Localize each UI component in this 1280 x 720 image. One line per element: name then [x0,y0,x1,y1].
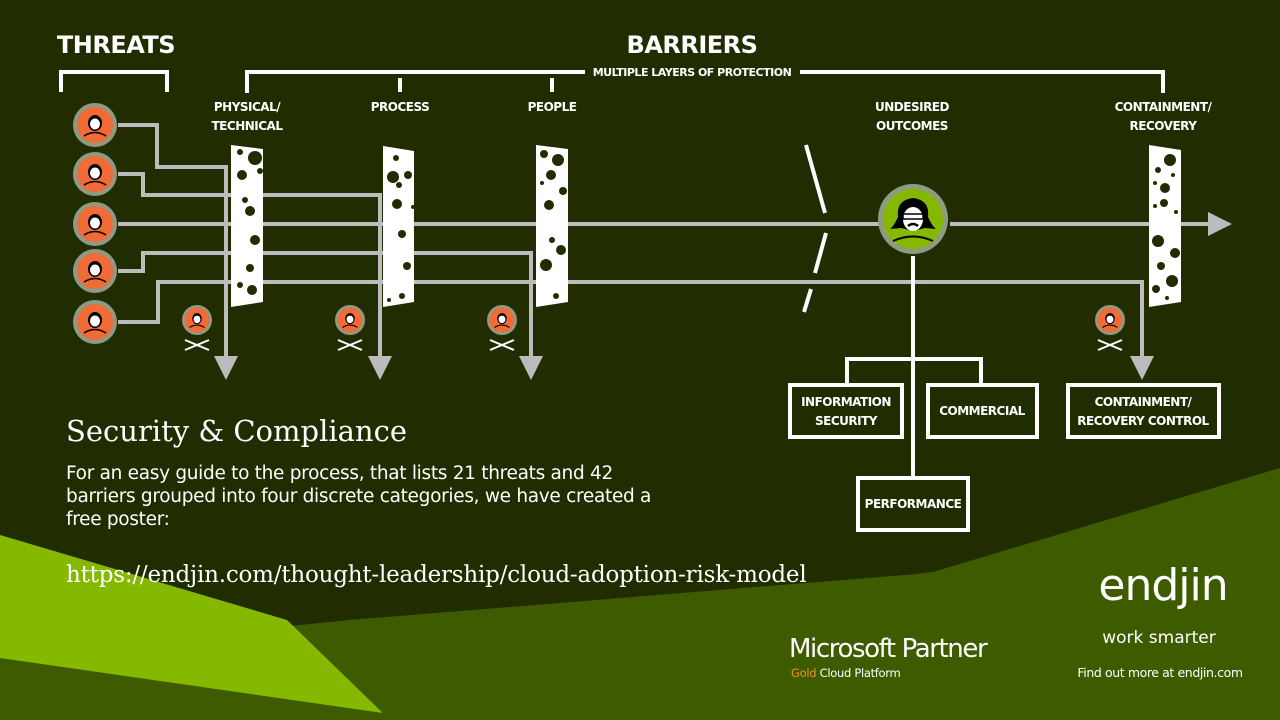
svg-text:INFORMATION: INFORMATION [801,395,891,409]
svg-text:SECURITY: SECURITY [815,414,878,428]
physical-technical-label-1: PHYSICAL/ [214,100,281,114]
svg-text:COMMERCIAL: COMMERCIAL [939,404,1025,418]
section-body: For an easy guide to the process, that l… [66,463,652,530]
crossbones-icon [1097,339,1123,351]
undesired-outcomes-label-1: UNDESIRED [875,100,949,114]
barrier-containment-recovery [1149,145,1181,307]
people-label: PEOPLE [528,100,577,114]
threat-path-5 [118,280,1154,380]
threats-bracket [59,70,169,92]
containment-recovery-label-2: RECOVERY [1130,119,1198,133]
containment-recovery-control-box: CONTAINMENT/ RECOVERY CONTROL [1066,383,1221,439]
crossbones-icon [489,339,515,351]
threat-path-1 [118,123,238,380]
mohawk-bearded-person-icon [73,202,117,246]
cloud-platform-label: Cloud Platform [819,666,901,680]
crossbones-icon [184,339,210,351]
threat-path-4 [118,251,543,380]
outcome-box-information-security: INFORMATION SECURITY [788,383,904,439]
afro-glasses-person-icon [73,300,117,344]
containment-recovery-label-1: CONTAINMENT/ [1115,100,1213,114]
section-heading: Security & Compliance [66,414,408,448]
outcome-box-commercial: COMMERCIAL [926,383,1039,439]
bald-bearded-person-icon [182,305,212,335]
threats-title: THREATS [57,31,175,59]
undesired-outcomes-label-2: OUTCOMES [876,119,948,133]
svg-text:PERFORMANCE: PERFORMANCE [865,497,962,511]
threat-paths [118,123,1220,380]
barriers-bracket [245,70,1165,93]
barrier-process [383,146,415,307]
gold-label: Gold [791,666,817,680]
threat-icons [73,103,117,344]
long-hair-person-icon [73,152,117,196]
outcome-box-performance: PERFORMANCE [856,476,970,532]
svg-text:CONTAINMENT/: CONTAINMENT/ [1095,395,1193,409]
endjin-logo: endjin [1098,560,1228,611]
microsoft-partner-logo: Microsoft Partner [789,634,988,664]
poster-link[interactable]: https://endjin.com/thought-leadership/cl… [66,562,807,588]
crossbones-icon [337,339,363,351]
process-label: PROCESS [371,100,430,114]
barrier-physical-technical [231,145,263,307]
microsoft-partner-subtitle: Gold Cloud Platform [791,666,901,680]
background-mid-green-3 [0,658,390,720]
endjin-tagline: work smarter [1102,628,1216,648]
afro-glasses-person-icon [1095,305,1125,335]
barrier-people [536,145,568,307]
barriers-title: BARRIERS [627,31,758,59]
endjin-find-out-more[interactable]: Find out more at endjin.com [1077,665,1243,680]
woman-glasses-person-icon [878,184,948,254]
bald-bearded-person-icon [73,103,117,147]
spiky-hair-sunglasses-person-icon [487,305,517,335]
svg-text:RECOVERY CONTROL: RECOVERY CONTROL [1077,414,1209,428]
outcome-tree [845,256,983,478]
spiky-hair-sunglasses-person-icon [73,249,117,293]
stopped-threat-icons [182,305,1125,351]
divider-slash [802,144,828,313]
long-hair-person-icon [335,305,365,335]
physical-technical-label-2: TECHNICAL [212,119,284,133]
barriers-subtitle: MULTIPLE LAYERS OF PROTECTION [593,66,792,79]
